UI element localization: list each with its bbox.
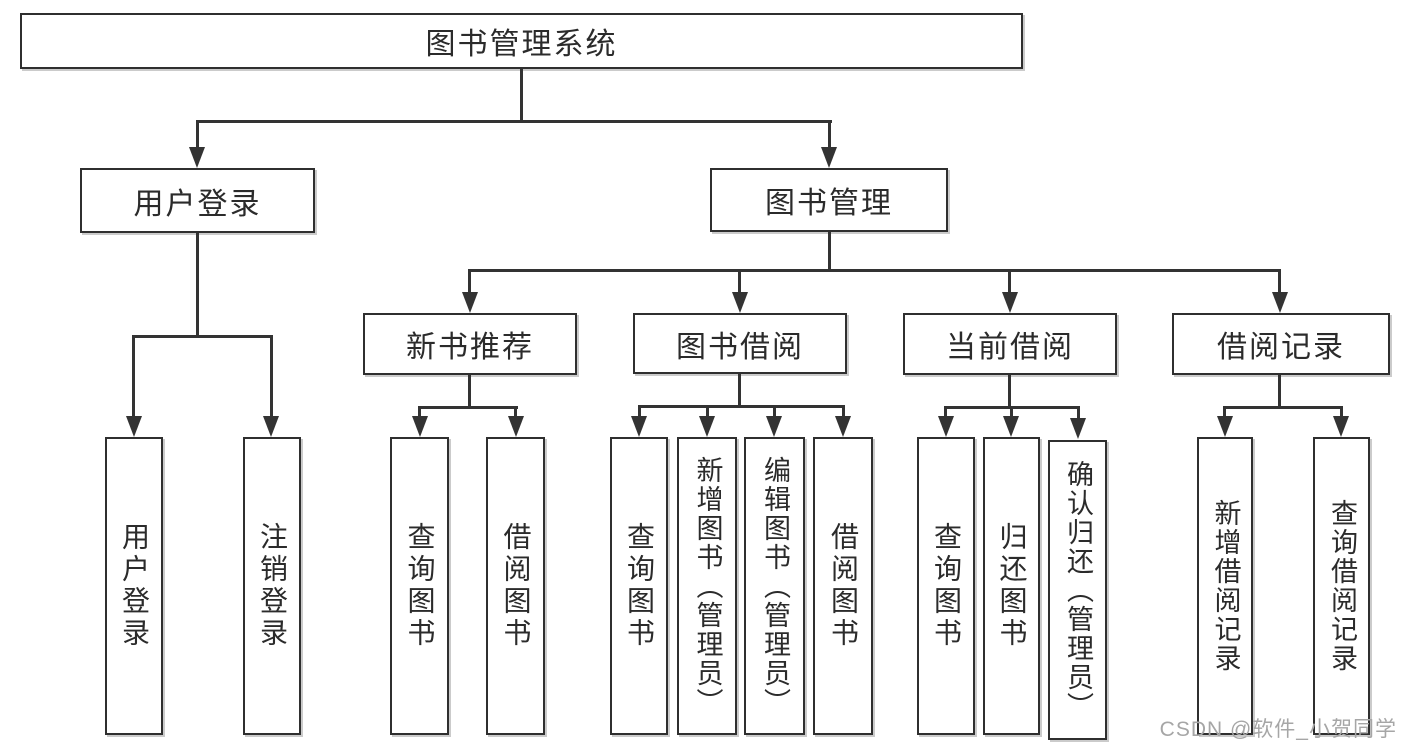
leaf-logout: 注销登录	[243, 437, 301, 735]
arrowhead-down-icon	[732, 292, 748, 313]
leaf-borrow-books-label: 借阅图书	[828, 522, 859, 650]
connector-line	[468, 269, 1281, 272]
watermark: CSDN @软件_小贺同学	[1159, 718, 1397, 741]
connector-line	[520, 69, 523, 122]
leaf-query-borrow-record: 查询借阅记录	[1313, 437, 1370, 735]
connector-line	[638, 405, 641, 418]
node-current-borrowing-label: 当前借阅	[946, 331, 1074, 364]
arrowhead-down-icon	[1272, 292, 1288, 313]
connector-line	[1223, 406, 1226, 418]
node-root-label: 图书管理系统	[425, 28, 618, 61]
node-book-management-label: 图书管理	[765, 187, 893, 220]
leaf-query-books-label: 查询图书	[404, 522, 436, 650]
node-current-borrowing: 当前借阅	[903, 313, 1117, 375]
connector-line	[1223, 406, 1343, 409]
connector-line	[1008, 269, 1011, 294]
leaf-borrow-books: 借阅图书	[813, 437, 873, 735]
arrowhead-down-icon	[835, 416, 851, 437]
arrowhead-down-icon	[1217, 416, 1233, 437]
arrowhead-down-icon	[766, 416, 782, 437]
connector-line	[1278, 269, 1281, 294]
leaf-add-books-admin: 新增图书（管理员）	[677, 437, 737, 735]
connector-line	[1278, 375, 1281, 409]
arrowhead-down-icon	[1070, 418, 1086, 439]
leaf-confirm-return-admin-label: 确认归还（管理员）	[1063, 459, 1093, 721]
leaf-add-borrow-record: 新增借阅记录	[1197, 437, 1253, 735]
leaf-borrow-books-label: 借阅图书	[500, 522, 532, 650]
connector-line	[1340, 406, 1343, 418]
node-root: 图书管理系统	[20, 13, 1023, 69]
leaf-edit-books-admin-label: 编辑图书（管理员）	[760, 455, 790, 717]
arrowhead-down-icon	[1002, 292, 1018, 313]
node-new-book-recommend-label: 新书推荐	[406, 331, 534, 364]
connector-line	[738, 374, 741, 408]
leaf-borrow-books: 借阅图书	[486, 437, 545, 735]
arrowhead-down-icon	[126, 416, 142, 437]
arrowhead-down-icon	[1003, 416, 1019, 437]
leaf-confirm-return-admin: 确认归还（管理员）	[1048, 440, 1107, 740]
connector-line	[514, 406, 517, 418]
leaf-query-books: 查询图书	[610, 437, 668, 735]
connector-line	[132, 335, 273, 338]
connector-line	[418, 406, 421, 418]
leaf-query-borrow-record-label: 查询借阅记录	[1327, 499, 1357, 673]
connector-line	[638, 405, 845, 408]
connector-line	[773, 405, 776, 418]
node-borrowing-records: 借阅记录	[1172, 313, 1390, 375]
connector-line	[738, 269, 741, 294]
node-borrowing-records-label: 借阅记录	[1217, 331, 1345, 364]
leaf-query-books: 查询图书	[917, 437, 975, 735]
connector-line	[270, 335, 273, 417]
connector-line	[418, 406, 518, 409]
connector-line	[828, 232, 831, 271]
connector-line	[1077, 406, 1080, 418]
arrowhead-down-icon	[631, 416, 647, 437]
arrowhead-down-icon	[938, 416, 954, 437]
leaf-logout-label: 注销登录	[257, 522, 288, 650]
leaf-return-books: 归还图书	[983, 437, 1040, 735]
connector-line	[1010, 406, 1013, 418]
connector-line	[468, 375, 471, 409]
leaf-edit-books-admin: 编辑图书（管理员）	[744, 437, 805, 735]
arrowhead-down-icon	[508, 416, 524, 437]
arrowhead-down-icon	[1333, 416, 1349, 437]
node-new-book-recommend: 新书推荐	[363, 313, 577, 375]
arrowhead-down-icon	[263, 416, 279, 437]
connector-line	[196, 120, 832, 123]
leaf-user-login-label: 用户登录	[119, 522, 150, 650]
node-user-login: 用户登录	[80, 168, 315, 233]
leaf-add-borrow-record-label: 新增借阅记录	[1210, 499, 1241, 673]
node-book-borrowing: 图书借阅	[633, 313, 847, 374]
arrowhead-down-icon	[821, 147, 837, 168]
connector-line	[132, 335, 135, 417]
arrowhead-down-icon	[412, 416, 428, 437]
leaf-query-books-label: 查询图书	[624, 522, 655, 650]
connector-line	[468, 269, 471, 294]
connector-line	[196, 233, 199, 337]
node-user-login-label: 用户登录	[133, 187, 262, 221]
leaf-query-books-label: 查询图书	[931, 522, 962, 650]
connector-line	[828, 120, 831, 150]
leaf-return-books-label: 归还图书	[996, 522, 1028, 650]
connector-line	[706, 405, 709, 418]
connector-line	[842, 405, 845, 418]
connector-line	[944, 406, 947, 418]
leaf-query-books: 查询图书	[390, 437, 449, 735]
node-book-borrowing-label: 图书借阅	[676, 330, 804, 364]
leaf-user-login: 用户登录	[105, 437, 163, 735]
node-book-management: 图书管理	[710, 168, 948, 232]
arrowhead-down-icon	[189, 147, 205, 168]
connector-line	[1008, 375, 1011, 409]
arrowhead-down-icon	[462, 292, 478, 313]
connector-line	[196, 120, 199, 150]
leaf-add-books-admin-label: 新增图书（管理员）	[692, 455, 723, 717]
arrowhead-down-icon	[699, 416, 715, 437]
